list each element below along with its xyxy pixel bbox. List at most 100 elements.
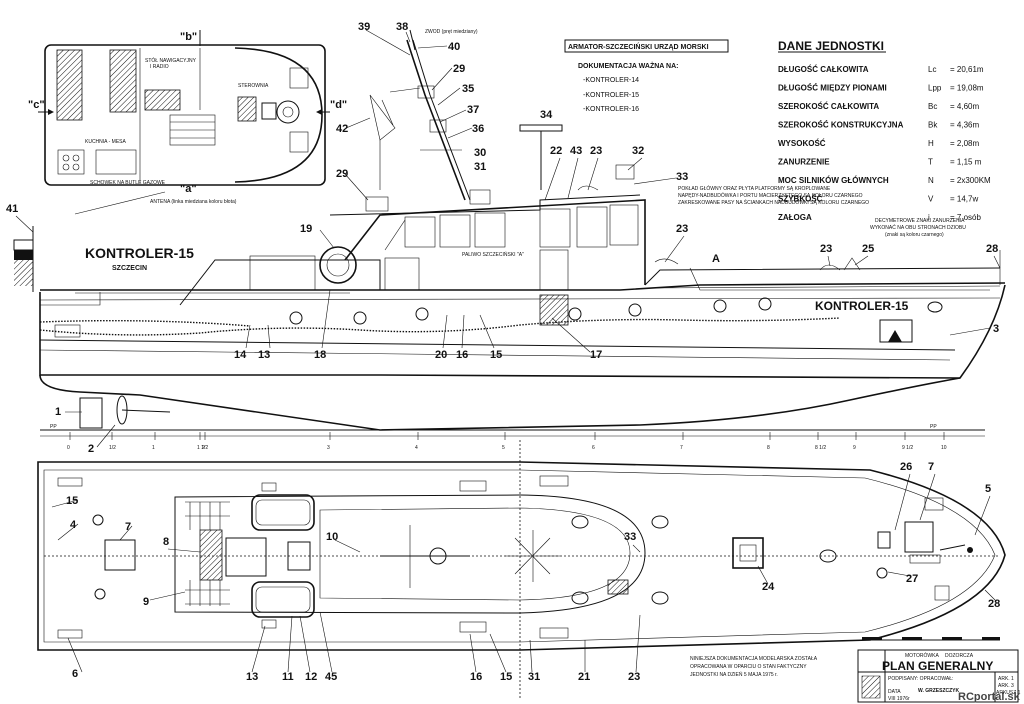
stern-flag-icon [13, 226, 34, 292]
callout-8: 8 [163, 536, 169, 548]
home-port: SZCZECIN [112, 265, 147, 272]
spec-label-6: MOC SILNIKÓW GŁÓWNYCH [778, 176, 889, 185]
callout-1: 1 [55, 406, 61, 418]
callout-41: 41 [6, 203, 18, 215]
frame-label-10: 8 [767, 445, 770, 451]
frame-label-4: 2 [202, 445, 205, 451]
frame-label-14: 10 [941, 445, 947, 451]
callout-32: 32 [632, 145, 644, 157]
callout-19: 19 [300, 223, 312, 235]
gas-locker-note: SCHOWEK NA BUTLE GAZOWE [90, 180, 166, 186]
callout-33: 33 [676, 171, 688, 183]
spec-label-4: WYSOKOŚĆ [778, 139, 826, 148]
owner-label: ARMATOR-SZCZECIŃSKI URZĄD MORSKI [568, 42, 709, 51]
spec-sym-3: Bk [928, 121, 938, 130]
callout-15c: 15 [500, 671, 512, 683]
callout-16: 16 [456, 349, 468, 361]
draught-note-2: WYKONAĆ NA OBU STRONACH DZIOBU [870, 224, 966, 231]
watermark: RCportal.sk [958, 691, 1021, 703]
spec-value-7: = 14,7w [950, 195, 978, 204]
callout-39: 39 [358, 21, 370, 33]
spec-label-5: ZANURZENIE [778, 158, 830, 167]
frame-label-12: 9 [853, 445, 856, 451]
callout-20: 20 [435, 349, 447, 361]
baseline-label-aft: PP [50, 424, 57, 430]
callout-42: 42 [336, 123, 348, 135]
docs-item-1: -KONTROLER-14 [583, 77, 639, 84]
deckhouse-plan-inset: STÓŁ NAWIGACYJNY I RADIO STEROWNIA KUCHN… [28, 30, 347, 195]
callout-18: 18 [314, 349, 326, 361]
callout-28b: 28 [988, 598, 1000, 610]
tank-note: PALIWO SZCZECIŃSKI "A" [462, 251, 524, 258]
vessel-data-title: DANE JEDNOSTKI [778, 39, 884, 53]
callout-15b: 15 [66, 495, 78, 507]
spec-value-6: = 2x300KM [950, 176, 991, 185]
date-label: DATA [888, 689, 901, 695]
draught-note-1: DECYMETROWE ZNAKI ZANURZENIA [875, 218, 965, 224]
side-profile: PALIWO SZCZECIŃSKI "A" [39, 29, 1006, 431]
spec-label-3: SZEROKOŚĆ KONSTRUKCYJNA [778, 121, 904, 130]
paint-note-2: NAPĘDY-NADBUDÓWKA I PORTU MACIERZYSTEGO … [678, 192, 863, 199]
vessel-type-2: DOZORCZA [945, 653, 974, 659]
vessel-type-1: MOTORÓWKA [905, 652, 939, 659]
author-label: PODPISANY: OPRACOWAŁ: [888, 676, 953, 682]
callout-37: 37 [467, 104, 479, 116]
spec-sym-8: i [928, 213, 930, 222]
documentation-note-3: JEDNOSTKI NA DZIEŃ 5 MAJA 1975 r. [690, 671, 778, 678]
callout-38: 38 [396, 21, 408, 33]
frame-label-11: 8 1/2 [815, 445, 826, 451]
callout-6: 6 [72, 668, 78, 680]
callout-29b: 29 [336, 168, 348, 180]
callout-12: 12 [305, 671, 317, 683]
frame-label-6: 4 [415, 445, 418, 451]
documentation-note-1: NINIEJSZA DOKUMENTACJA MODELARSKA ZOSTAŁ… [690, 656, 818, 662]
callout-27: 27 [906, 573, 918, 585]
paint-note-1: POKŁAD GŁÓWNY ORAZ PŁYTA PLATFORMY SĄ KR… [678, 185, 831, 192]
antenna-note: ANTENA (linka miedziana koloru błota) [150, 199, 237, 205]
callout-28: 28 [986, 243, 998, 255]
callout-31b: 31 [528, 671, 540, 683]
frame-label-9: 7 [680, 445, 683, 451]
frame-label-0: 0 [67, 445, 70, 451]
callout-13b: 13 [246, 671, 258, 683]
spec-sym-2: Bc [928, 102, 937, 111]
frame-label-8: 6 [592, 445, 595, 451]
spec-sym-5: T [928, 158, 933, 167]
spec-sym-1: Lpp [928, 84, 942, 93]
title-block: MOTORÓWKA DOZORCZA PLAN GENERALNY PODPIS… [857, 649, 1021, 703]
callout-26: 26 [900, 461, 912, 473]
frame-label-13: 9 1/2 [902, 445, 913, 451]
view-c-label: "c" [28, 99, 45, 111]
spec-sym-0: Lc [928, 65, 936, 74]
sheet-code: ARK. 1 [998, 676, 1014, 682]
callout-33b: 33 [624, 531, 636, 543]
callout-10: 10 [326, 531, 338, 543]
callout-29: 29 [453, 63, 465, 75]
spec-label-1: DŁUGOŚĆ MIĘDZY PIONAMI [778, 84, 887, 93]
spec-value-0: = 20,61m [950, 65, 984, 74]
callout-5: 5 [985, 483, 991, 495]
ship-name-stern: KONTROLER-15 [85, 245, 194, 261]
view-b-label: "b" [180, 31, 197, 43]
spec-value-5: = 1,15 m [950, 158, 982, 167]
frame-label-1: 1/2 [109, 445, 116, 451]
callout-21: 21 [578, 671, 590, 683]
whistle-note: ZWOD (pręt miedziany) [425, 29, 478, 35]
docs-item-2: -KONTROLER-15 [583, 92, 639, 99]
drawing-title: PLAN GENERALNY [882, 659, 993, 673]
documentation-note-2: OPRACOWANA W OPARCIU O STAN FAKTYCZNY [690, 664, 807, 670]
draught-note-3: (znaki są koloru czarnego) [885, 232, 944, 238]
callout-25: 25 [862, 243, 874, 255]
author: W. GRZESZCZYK [918, 688, 960, 694]
callout-14: 14 [234, 349, 247, 361]
spec-value-3: = 4,36m [950, 121, 979, 130]
callout-17: 17 [590, 349, 602, 361]
callout-35: 35 [462, 83, 474, 95]
frame-label-7: 5 [502, 445, 505, 451]
spec-label-2: SZEROKOŚĆ CAŁKOWITA [778, 102, 879, 111]
callout-3: 3 [993, 323, 999, 335]
chart-table-label-2: I RADIO [150, 64, 169, 70]
